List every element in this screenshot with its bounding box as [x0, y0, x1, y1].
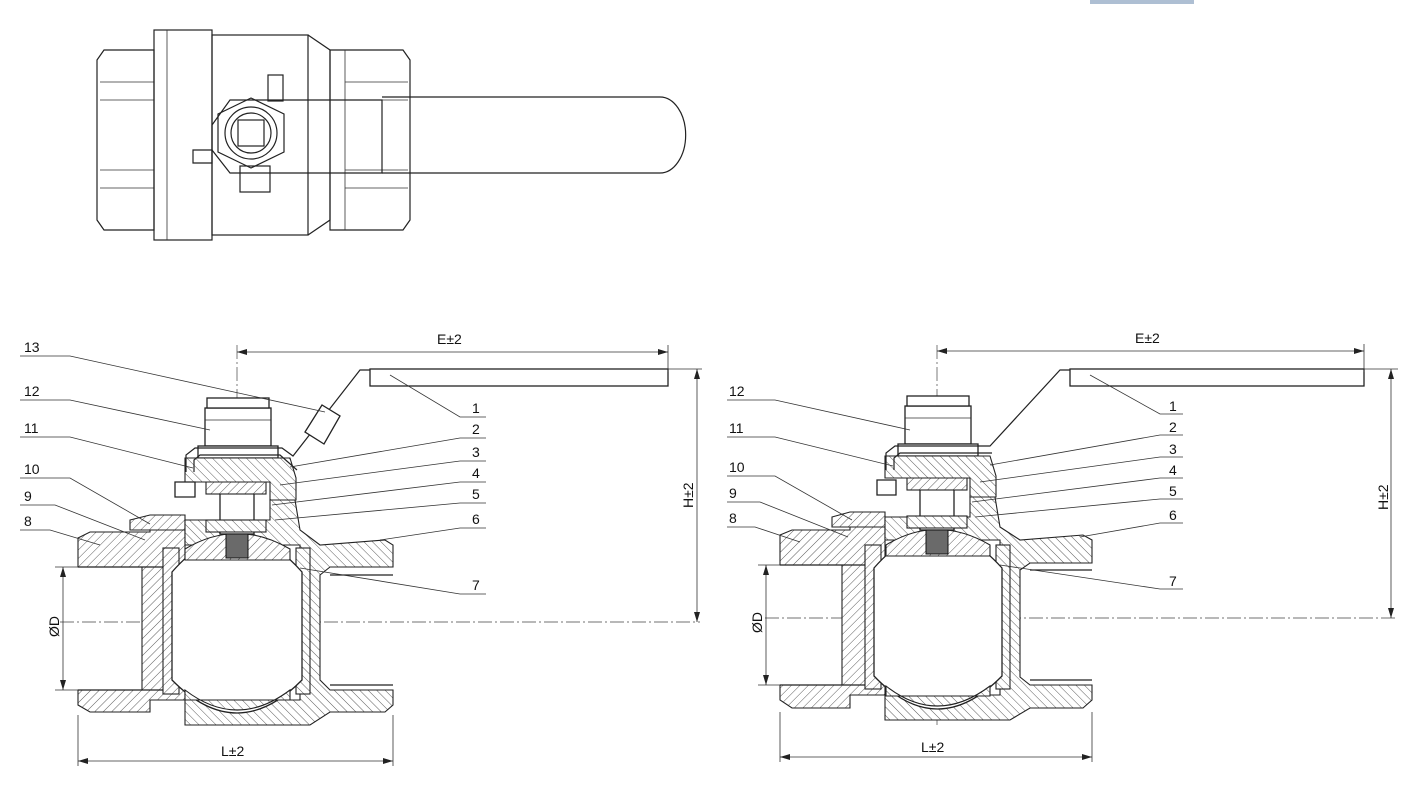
right-callout-7: 7 — [1169, 573, 1177, 589]
left-callout-12: 12 — [24, 383, 40, 399]
left-callouts: 13 12 11 10 9 8 1 2 3 4 5 6 7 — [24, 339, 480, 593]
right-callout-1: 1 — [1169, 398, 1177, 414]
right-callout-5: 5 — [1169, 483, 1177, 499]
top-view-valve — [96, 29, 687, 241]
left-section-view — [60, 345, 700, 726]
left-view-leaders — [20, 355, 486, 595]
left-dim-h: H±2 — [680, 482, 696, 508]
thumbnail-strip — [1090, 0, 1194, 4]
left-callout-6: 6 — [472, 511, 480, 527]
left-dimensions: E±2 H±2 L±2 ØD — [46, 331, 702, 766]
right-section-view — [765, 345, 1398, 725]
right-dimensions: E±2 H±2 L±2 ØD — [749, 330, 1398, 762]
left-callout-3: 3 — [472, 444, 480, 460]
left-callout-2: 2 — [472, 421, 480, 437]
right-view-leaders — [727, 374, 1183, 590]
left-dim-e: E±2 — [437, 331, 462, 347]
right-callout-12: 12 — [729, 383, 745, 399]
right-dim-h: H±2 — [1375, 484, 1391, 510]
right-callout-8: 8 — [729, 510, 737, 526]
left-callout-10: 10 — [24, 461, 40, 477]
left-dim-l: L±2 — [221, 743, 244, 759]
right-callout-3: 3 — [1169, 441, 1177, 457]
left-callout-1: 1 — [472, 400, 480, 416]
right-dim-l: L±2 — [921, 739, 944, 755]
left-callout-7: 7 — [472, 577, 480, 593]
left-callout-13: 13 — [24, 339, 40, 355]
right-callout-11: 11 — [729, 420, 744, 436]
right-callout-6: 6 — [1169, 507, 1177, 523]
right-callouts: 12 11 10 9 8 1 2 3 4 5 6 7 — [729, 383, 1177, 589]
left-callout-9: 9 — [24, 488, 32, 504]
left-callout-4: 4 — [472, 465, 480, 481]
right-callout-2: 2 — [1169, 419, 1177, 435]
right-dim-d: ØD — [749, 612, 765, 633]
left-callout-8: 8 — [24, 513, 32, 529]
right-callout-4: 4 — [1169, 462, 1177, 478]
right-callout-10: 10 — [729, 459, 745, 475]
right-dim-e: E±2 — [1135, 330, 1160, 346]
left-callout-11: 11 — [24, 420, 39, 436]
left-dim-d: ØD — [46, 616, 62, 637]
right-callout-9: 9 — [729, 485, 737, 501]
left-callout-5: 5 — [472, 486, 480, 502]
